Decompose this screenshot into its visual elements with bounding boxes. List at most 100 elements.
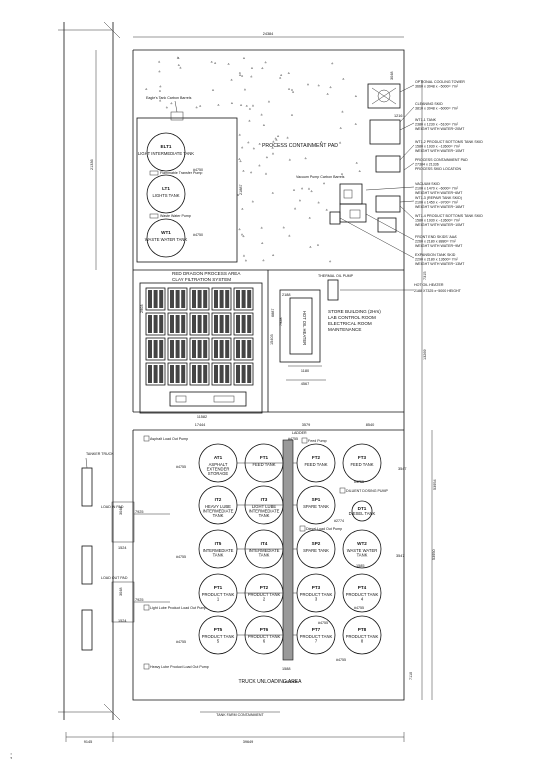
filter-bed — [219, 315, 224, 333]
process-tank-WT1: WT1 WASTE WATER TANK — [145, 218, 187, 258]
feed-pump-label: Feed Pump — [308, 439, 327, 443]
heavy-lube-pump-label: Heavy Lube Product Load Out Pump — [150, 665, 209, 669]
legend-note-line: WEIGHT WITH WATER~13MT — [415, 262, 465, 266]
filter-bed — [236, 340, 240, 358]
legend-note-line: EXPANSION TANK SKID — [415, 253, 456, 257]
tank-id: PT7 — [312, 627, 321, 632]
store-building-label: STORE BUILDING (2Hrs) — [328, 309, 381, 314]
speckle-mark — [338, 141, 342, 144]
filter-bed — [203, 340, 208, 358]
speckle-mark — [280, 73, 283, 76]
dim-7110: 7110 — [409, 672, 413, 680]
tank-id: PT1 — [214, 585, 223, 590]
speckle-mark — [260, 113, 263, 116]
filter-bed — [148, 340, 152, 358]
tank-name: TANK — [357, 552, 368, 557]
filter-bed — [159, 340, 164, 358]
vacuum-pump-carbon-label: Vacuum Pump Carbon Barrels — [296, 175, 345, 179]
speckle-mark — [320, 140, 323, 143]
filter-bed — [241, 340, 246, 358]
speckle-mark — [272, 253, 275, 256]
marker-4755-5: #4755 — [176, 640, 186, 644]
front-end-skid — [339, 203, 367, 223]
filter-bed — [219, 365, 224, 383]
tanker-truck-1 — [81, 467, 93, 507]
transfer-pump-icon — [149, 170, 159, 176]
legend-note-line: WEIGHT WITH WATER~10MT — [415, 223, 465, 227]
filter-bed — [203, 315, 208, 333]
tank-name: DIESEL TANK — [349, 511, 376, 516]
filter-bed — [236, 365, 240, 383]
tank-name: FEED TANK — [252, 462, 275, 467]
speckle-mark — [177, 56, 180, 59]
footnote-mark: ; — [10, 751, 12, 760]
legend-note-line: WT1-2 PRODUCT BOTTOMS TANK SKID — [415, 140, 483, 144]
tank-name: 4 — [361, 596, 364, 601]
clay-filter-vessel — [211, 287, 232, 311]
ladder-bottom-label: LADDER — [283, 680, 298, 684]
filter-bed — [192, 365, 196, 383]
hot-oil-note-1: HOT OIL HEATER — [414, 283, 444, 287]
tank-id: IT2 — [215, 497, 222, 502]
tank-id: SP2 — [312, 541, 321, 546]
tank-farm-outline — [132, 430, 405, 701]
legend-note-line: 2260 x 2180 x 8880= 7m² — [415, 239, 457, 243]
tank-name: 7 — [315, 638, 318, 643]
right-dim-lines — [421, 80, 433, 700]
speckle-mark — [238, 71, 242, 74]
tank-id: SP1 — [312, 497, 321, 502]
thermal-oil-pump — [327, 279, 339, 301]
speckle-mark — [199, 104, 202, 107]
speckle-mark — [354, 122, 357, 125]
marker-4750-a: #4750 — [193, 168, 203, 172]
dim-15403: 15403 — [270, 334, 274, 345]
tank-name: LIGHTS TANK — [152, 193, 179, 198]
legend-note-line: 27384 x 21336 — [415, 162, 439, 166]
dim-1524-a: 1524 — [118, 546, 126, 550]
process-skids — [329, 83, 401, 233]
filter-bed — [148, 315, 152, 333]
speckle-mark — [158, 60, 161, 63]
speckle-mark — [309, 245, 312, 248]
tank-id: FT3 — [358, 455, 367, 460]
dim-3547-a: 3547 — [398, 467, 406, 471]
speckle-mark — [217, 103, 220, 106]
clay-filter-vessel — [233, 287, 254, 311]
tank-circle — [351, 500, 373, 522]
skid-detail-2 — [349, 209, 361, 219]
speckle-mark — [274, 137, 277, 140]
light-lube-pump-label: Light Lube Product Load Out Pump — [150, 606, 206, 610]
filter-bed — [214, 365, 218, 383]
hot-oil-dim-lines — [286, 365, 326, 381]
tank-name: ASPHALT — [209, 462, 228, 467]
filtration-skid — [169, 391, 247, 407]
filter-bed — [153, 315, 158, 333]
speckle-mark — [271, 146, 274, 149]
marker-4750-b: #4750 — [193, 233, 203, 237]
tank-circle — [146, 132, 186, 172]
speckle-mark — [210, 60, 213, 63]
clay-filter-vessel — [189, 337, 210, 361]
filter-bed — [175, 290, 180, 308]
tank-name: PRODUCT TANK — [202, 592, 235, 597]
speckle-mark — [165, 106, 168, 109]
speckle-mark — [241, 207, 244, 210]
tank-circle — [146, 174, 186, 214]
clay-filter-vessel — [233, 337, 254, 361]
tank-name: SPARE TANK — [303, 548, 329, 553]
speckle-mark — [240, 233, 244, 236]
speckle-mark — [282, 226, 285, 229]
tank-name: LIGHT INTERMEDIATE TANK — [138, 151, 194, 156]
speckle-mark — [265, 156, 269, 159]
clay-filter-vessel — [167, 337, 188, 361]
clay-filter-vessel — [145, 362, 166, 386]
speckle-mark — [341, 110, 344, 113]
tank-name: TANK — [213, 552, 224, 557]
central-pipe-rack — [282, 439, 294, 661]
filter-bed — [225, 315, 230, 333]
dim-2903: 2903 — [140, 305, 144, 313]
tank-name: SPARE TANK — [303, 504, 329, 509]
